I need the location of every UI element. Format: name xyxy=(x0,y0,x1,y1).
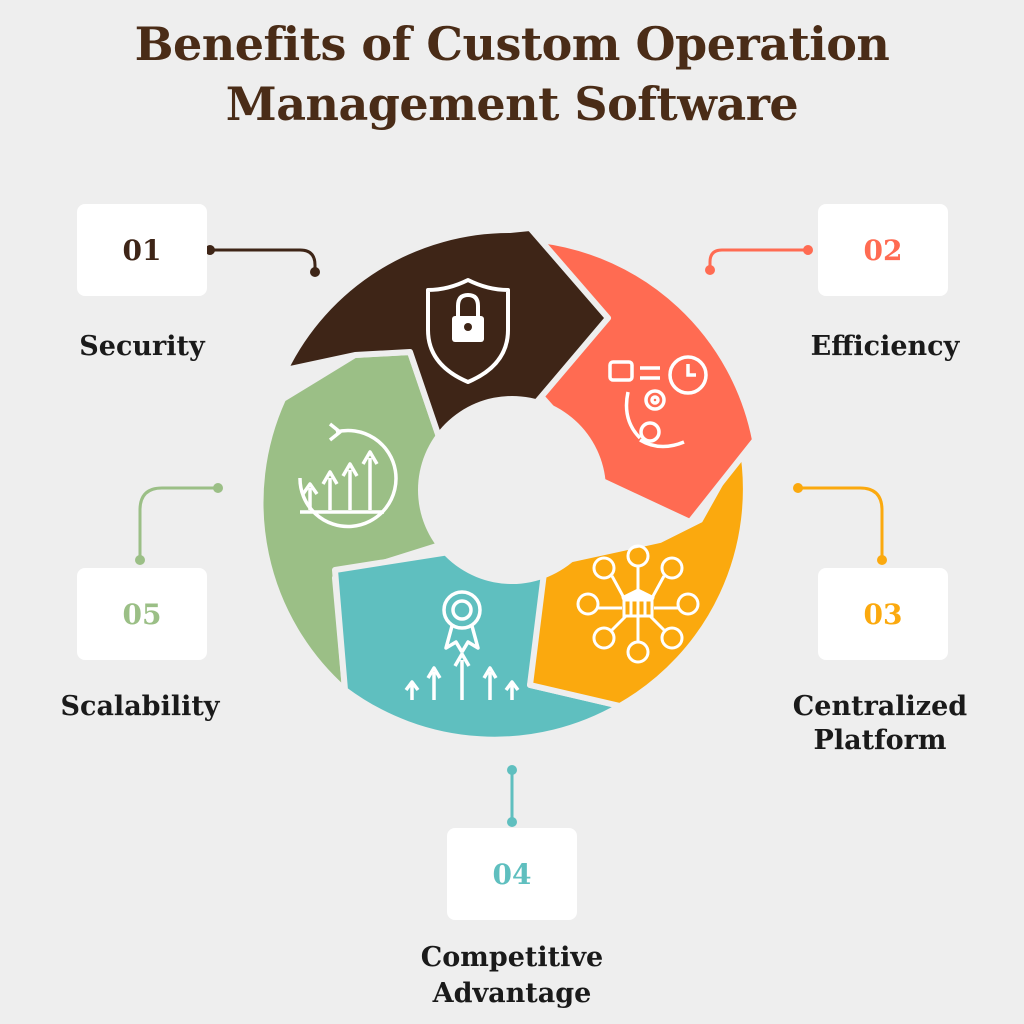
label-centralized-line-1: Centralized xyxy=(792,691,968,722)
segment-01 xyxy=(282,225,611,443)
connector-03 xyxy=(793,483,887,565)
label-centralized-line-2: Platform xyxy=(813,725,947,756)
connector-05 xyxy=(135,483,223,565)
step-number-02: 02 xyxy=(818,204,948,296)
step-number-03: 03 xyxy=(818,568,948,660)
connector-02 xyxy=(705,245,813,275)
growth-chart-icon xyxy=(298,422,398,529)
step-number-04: 04 xyxy=(447,828,577,920)
label-security: Security xyxy=(79,331,205,362)
step-number-01: 01 xyxy=(77,204,207,296)
step-number-05: 05 xyxy=(77,568,207,660)
connector-01 xyxy=(205,245,320,277)
label-efficiency: Efficiency xyxy=(810,331,960,362)
connector-04 xyxy=(507,765,517,827)
page-title: Benefits of Custom Operation Management … xyxy=(0,14,1024,134)
label-centralized-platform: Centralized Platform xyxy=(770,690,990,758)
award-growth-icon xyxy=(404,590,520,700)
label-competitive-advantage: Competitive Advantage xyxy=(402,940,622,1012)
title-line-2: Management Software xyxy=(225,77,799,131)
title-line-1: Benefits of Custom Operation xyxy=(134,17,890,71)
wheel-center xyxy=(418,396,606,584)
label-competitive-line-1: Competitive xyxy=(420,942,604,973)
label-competitive-line-2: Advantage xyxy=(432,978,592,1009)
productivity-clock-gear-icon xyxy=(608,355,708,449)
network-hub-icon xyxy=(576,544,700,664)
label-scalability: Scalability xyxy=(60,691,220,722)
shield-lock-icon xyxy=(426,278,510,384)
